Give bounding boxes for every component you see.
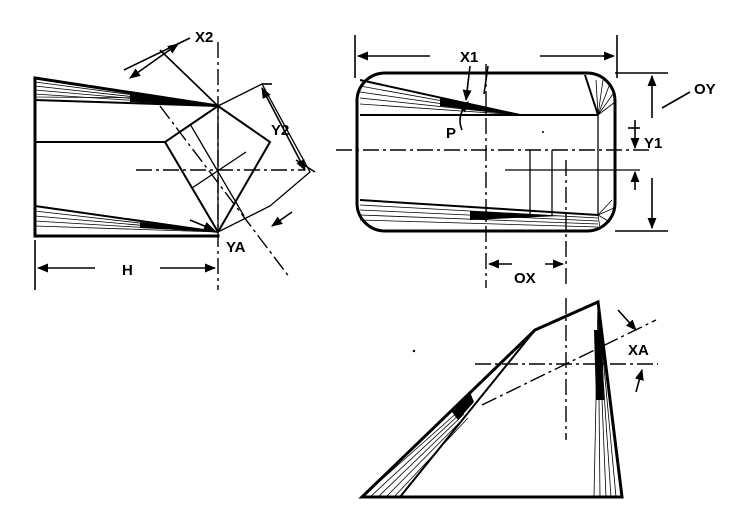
label-ya: YA — [226, 239, 246, 256]
label-h: H — [122, 262, 133, 279]
label-y2: Y2 — [271, 122, 289, 139]
label-oy: OY — [694, 81, 716, 98]
label-p: P — [446, 125, 456, 142]
stray-dot — [542, 131, 544, 133]
stray-dot — [412, 349, 416, 353]
label-x1: X1 — [460, 49, 478, 66]
label-ox: OX — [514, 270, 536, 287]
top-view — [336, 35, 691, 288]
front-view — [358, 298, 658, 499]
top-lower-edge-shading — [359, 199, 615, 229]
top-upper-edge-shading — [359, 74, 616, 116]
front-left-shading — [361, 329, 536, 498]
label-xa: XA — [628, 342, 649, 359]
front-right-shading — [593, 301, 617, 498]
lower-edge-shading — [34, 205, 219, 233]
label-x2: X2 — [195, 29, 213, 46]
upper-edge-shading — [34, 77, 219, 107]
side-view — [33, 37, 316, 290]
label-y1: Y1 — [644, 135, 662, 152]
